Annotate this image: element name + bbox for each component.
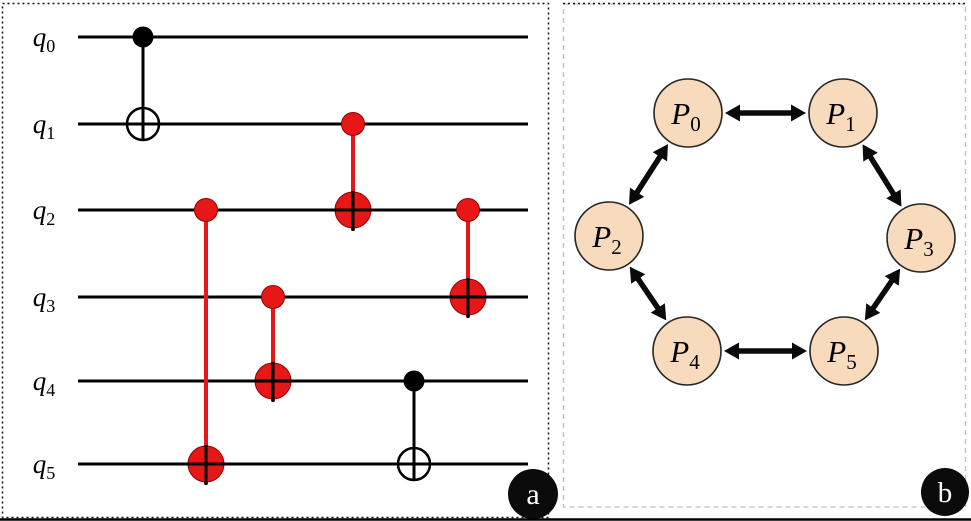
edge-shaft — [866, 153, 898, 198]
arrowhead — [629, 266, 646, 284]
arrowhead — [725, 104, 740, 122]
process-node-P1: P1 — [808, 78, 878, 148]
edge-P0-P2 — [628, 144, 669, 205]
process-node-P3: P3 — [886, 203, 956, 273]
qubit-label-q3: q3 — [33, 282, 56, 316]
edge-shaft — [633, 152, 664, 197]
cnot-gate-5-q2-q3 — [449, 198, 487, 318]
edge-P4-P5 — [724, 342, 807, 360]
arrowhead — [886, 189, 902, 207]
node-circle — [652, 316, 722, 386]
process-node-P4: P4 — [652, 316, 722, 386]
panel-b-badge-circle — [921, 468, 969, 516]
cnot-gate-0-q0-q1 — [125, 26, 161, 142]
arrowhead — [650, 303, 667, 321]
process-node-P5: P5 — [809, 316, 879, 386]
panel-a-badge: a — [508, 469, 558, 519]
process-node-P2: P2 — [574, 201, 644, 271]
qubit-label-q2: q2 — [33, 195, 56, 229]
qubit-label-q0: q0 — [33, 22, 56, 56]
target-circle-open — [396, 446, 432, 482]
arrowhead — [862, 144, 878, 162]
circuit-content: q0 q1 q2 q3 q4 q5 — [33, 22, 528, 485]
control-dot — [403, 370, 425, 392]
edge-P0-P1 — [725, 104, 806, 122]
panel-a-badge-circle — [508, 469, 558, 519]
qubit-label-q4: q4 — [33, 366, 56, 400]
arrowhead — [724, 342, 739, 360]
edge-P3-P5 — [864, 268, 901, 321]
edge-P2-P4 — [629, 266, 667, 321]
control-dot — [132, 26, 154, 48]
arrowhead — [792, 342, 807, 360]
node-label-P3: P3 — [903, 221, 933, 261]
control-dot — [341, 112, 365, 136]
panel-a-badge-label: a — [526, 478, 539, 511]
cnot-gate-4-q4-q5 — [396, 370, 432, 482]
node-label-P5: P5 — [826, 334, 856, 374]
arrowhead — [864, 303, 881, 321]
qubit-label-q1: q1 — [33, 109, 56, 143]
edge-shaft — [634, 275, 662, 312]
process-node-P0: P0 — [653, 78, 723, 148]
cnot-gate-2-q3-q4 — [254, 285, 292, 402]
node-label-P4: P4 — [669, 334, 700, 374]
node-circle — [808, 78, 878, 148]
node-circle — [809, 316, 879, 386]
qubit-label-q5: q5 — [33, 449, 56, 483]
edge-P1-P3 — [862, 144, 902, 207]
arrowhead — [791, 104, 806, 122]
target-circle-open — [125, 106, 161, 142]
control-dot — [194, 198, 218, 222]
cnot-gate-1-q2-q5 — [187, 198, 225, 485]
node-circle — [653, 78, 723, 148]
panel-b-badge-label: b — [938, 477, 953, 509]
node-circle — [886, 203, 956, 273]
cnot-gate-3-q1-q2 — [334, 112, 372, 231]
arrowhead — [628, 187, 645, 205]
panel-b-badge: b — [921, 468, 969, 516]
circuit-panel: q0 q1 q2 q3 q4 q5 a — [1, 2, 558, 519]
node-label-P2: P2 — [591, 219, 621, 259]
control-dot — [261, 285, 285, 309]
arrowhead — [884, 268, 901, 286]
control-dot — [456, 198, 480, 222]
node-label-P1: P1 — [825, 96, 855, 136]
edge-shaft — [869, 276, 896, 313]
node-label-P0: P0 — [670, 96, 700, 136]
node-circle — [574, 201, 644, 271]
arrowhead — [652, 144, 669, 162]
